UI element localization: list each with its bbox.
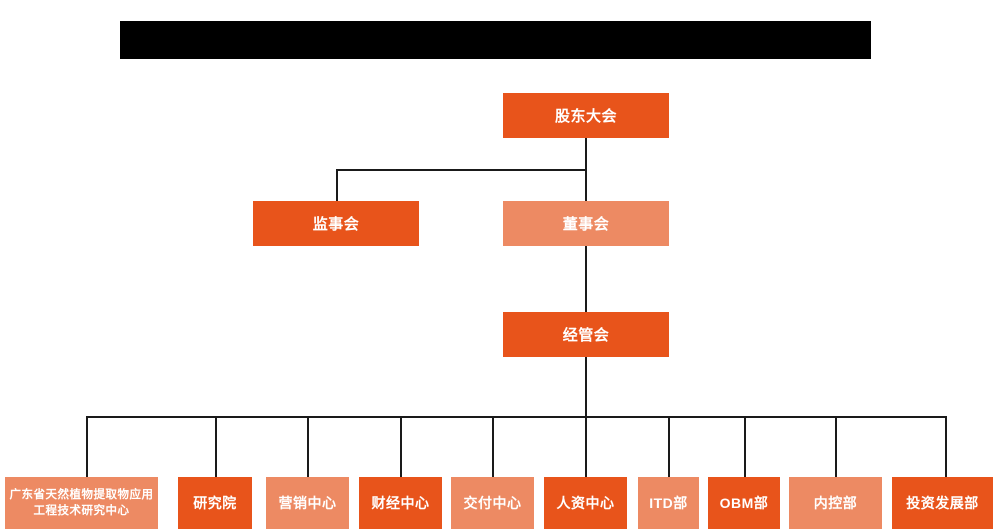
connector-drop-dept-8: [744, 416, 746, 477]
redacted-title-text: [120, 21, 871, 59]
node-dept-hr[interactable]: 人资中心: [544, 477, 627, 529]
node-board-of-supervisors[interactable]: 监事会: [253, 201, 419, 246]
node-label: 营销中心: [278, 495, 337, 511]
node-dept-obm[interactable]: OBM部: [708, 477, 780, 529]
node-label: 股东大会: [554, 108, 617, 125]
connector-drop-dept-6: [585, 416, 587, 477]
node-label: 董事会: [562, 216, 610, 233]
connector-management-to-bus: [585, 357, 587, 417]
connector-drop-dept-4: [400, 416, 402, 477]
connector-level2-bus: [336, 169, 587, 171]
node-label: 投资发展部: [906, 495, 979, 511]
node-dept-investment[interactable]: 投资发展部: [892, 477, 993, 529]
node-label: 研究院: [193, 495, 237, 511]
node-dept-delivery[interactable]: 交付中心: [451, 477, 534, 529]
node-label: 广东省天然植物提取物应用工程技术研究中心: [9, 489, 154, 517]
node-dept-itd[interactable]: ITD部: [638, 477, 699, 529]
connector-shareholders-down: [585, 137, 587, 170]
connector-drop-dept-1: [86, 416, 88, 477]
node-label: 人资中心: [556, 495, 615, 511]
node-dept-marketing[interactable]: 营销中心: [266, 477, 349, 529]
node-label: OBM部: [719, 495, 769, 511]
connector-drop-dept-2: [215, 416, 217, 477]
node-label: ITD部: [649, 495, 688, 511]
connector-directors-to-management: [585, 242, 587, 312]
connector-departments-bus: [86, 416, 945, 418]
node-shareholders-meeting[interactable]: 股东大会: [503, 93, 669, 138]
connector-directors-drop: [585, 169, 587, 202]
redacted-title-bar: [120, 21, 871, 59]
node-dept-research-center[interactable]: 广东省天然植物提取物应用工程技术研究中心: [5, 477, 158, 529]
node-label: 财经中心: [371, 495, 430, 511]
node-dept-institute[interactable]: 研究院: [178, 477, 252, 529]
node-label: 内控部: [813, 495, 858, 511]
connector-drop-dept-10: [945, 416, 947, 477]
node-label: 经管会: [562, 327, 610, 344]
node-management-committee[interactable]: 经管会: [503, 312, 669, 357]
connector-drop-dept-9: [835, 416, 837, 477]
connector-drop-dept-5: [492, 416, 494, 477]
node-label: 监事会: [312, 216, 360, 233]
node-label: 交付中心: [463, 495, 522, 511]
connector-drop-dept-3: [307, 416, 309, 477]
connector-drop-dept-7: [668, 416, 670, 477]
connector-supervisors-drop: [336, 169, 338, 202]
node-board-of-directors[interactable]: 董事会: [503, 201, 669, 246]
node-dept-finance[interactable]: 财经中心: [359, 477, 442, 529]
node-dept-internal-control[interactable]: 内控部: [789, 477, 882, 529]
